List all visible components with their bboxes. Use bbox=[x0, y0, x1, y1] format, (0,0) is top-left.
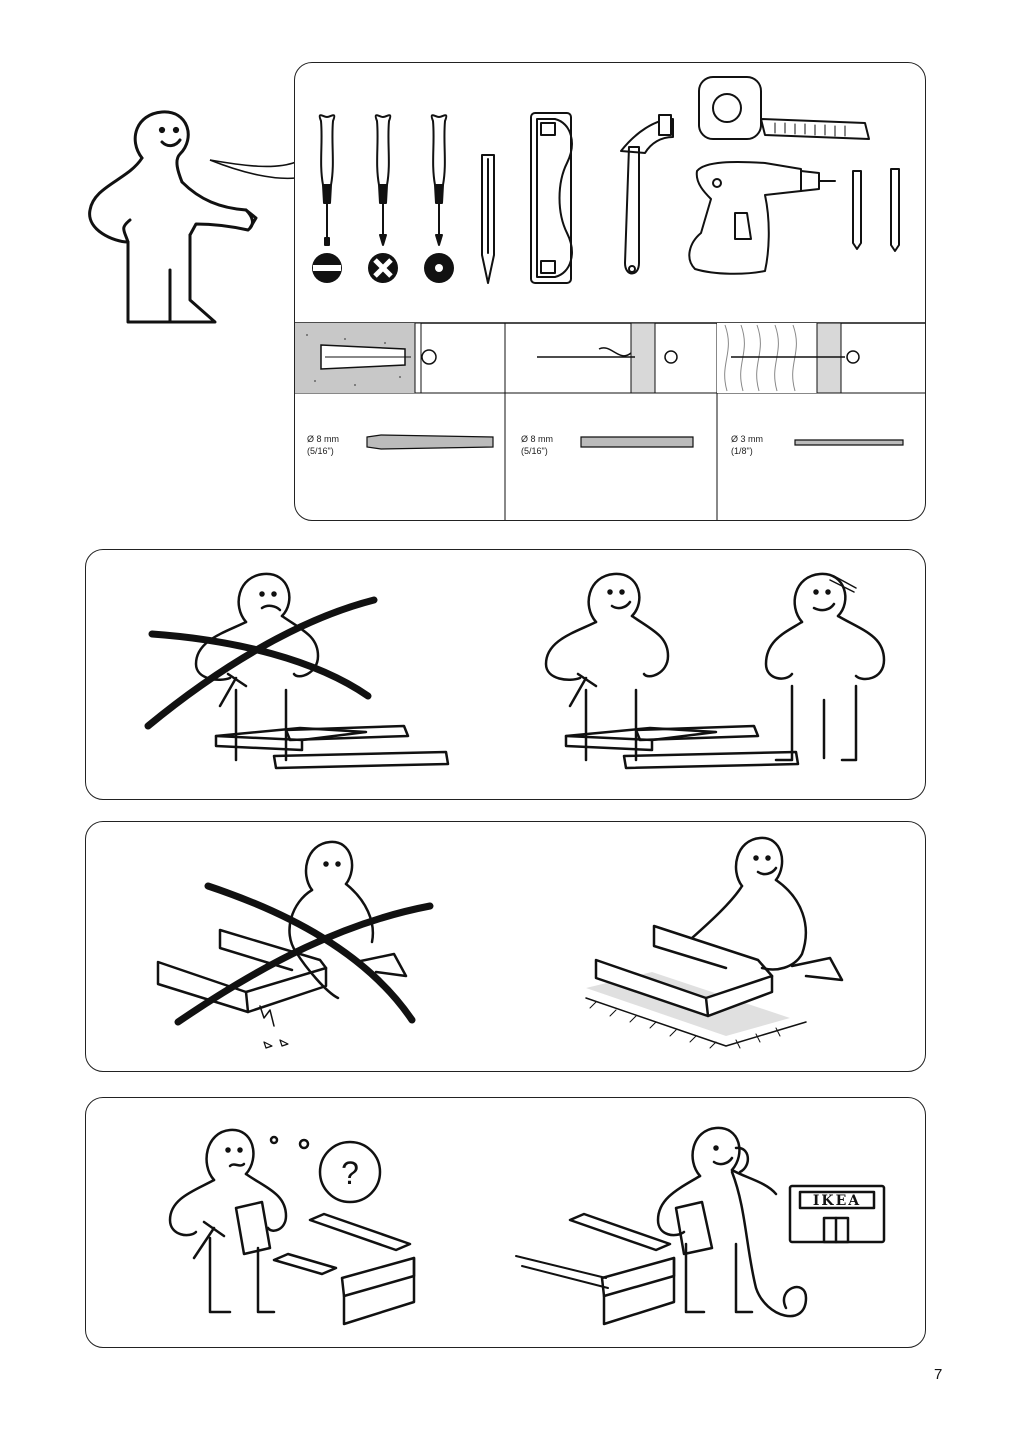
floor-protection-illustration bbox=[156, 836, 844, 1049]
contact-ikea-illustration: ? IKEA bbox=[168, 1126, 886, 1326]
ikea-store-sign: IKEA bbox=[813, 1193, 861, 1209]
drill-size-label-2: Ø 8 mm (5/16") bbox=[521, 434, 554, 456]
two-person-panel bbox=[85, 549, 926, 800]
screw-head-flat-icon bbox=[312, 253, 342, 283]
floor-protection-panel bbox=[85, 821, 926, 1072]
two-person-illustration bbox=[144, 572, 886, 770]
drill-size-label-3: Ø 3 mm (1/8") bbox=[731, 434, 764, 456]
pointing-figure bbox=[88, 110, 297, 324]
masonry-drill-bit-icon bbox=[366, 434, 494, 450]
tape-measure-icon bbox=[698, 76, 870, 140]
pencil-icon bbox=[481, 154, 495, 284]
hammer-icon bbox=[620, 114, 674, 275]
power-drill-icon bbox=[688, 160, 836, 275]
screwdriver-flat-icon bbox=[318, 114, 336, 246]
wood-drill-bit-icon bbox=[580, 436, 694, 448]
tools-panel: Ø 8 mm (5/16") Ø 8 mm (5/16") Ø 3 mm (1/… bbox=[294, 62, 926, 521]
drill-size-label-1: Ø 8 mm (5/16") bbox=[307, 434, 340, 456]
small-drill-bit-icon bbox=[794, 439, 904, 446]
plasterboard-wall-icon bbox=[537, 322, 678, 394]
wrong-cross-icon bbox=[174, 882, 434, 1026]
page-number: 7 bbox=[934, 1366, 943, 1383]
spirit-level-icon bbox=[530, 112, 573, 284]
screw-head-phillips-icon bbox=[368, 253, 398, 283]
contact-ikea-panel: ? IKEA bbox=[85, 1097, 926, 1348]
wrong-cross-icon bbox=[144, 596, 378, 730]
screwdriver-phillips-icon bbox=[374, 114, 392, 246]
question-mark: ? bbox=[341, 1155, 359, 1191]
tools-drawing bbox=[295, 76, 925, 520]
drill-bit-icon bbox=[852, 168, 900, 252]
screwdriver-pozidriv-icon bbox=[430, 114, 448, 246]
concrete-wall-icon bbox=[295, 322, 437, 394]
wooden-wall-icon bbox=[717, 322, 860, 394]
screw-head-pozidriv-icon bbox=[424, 253, 454, 283]
